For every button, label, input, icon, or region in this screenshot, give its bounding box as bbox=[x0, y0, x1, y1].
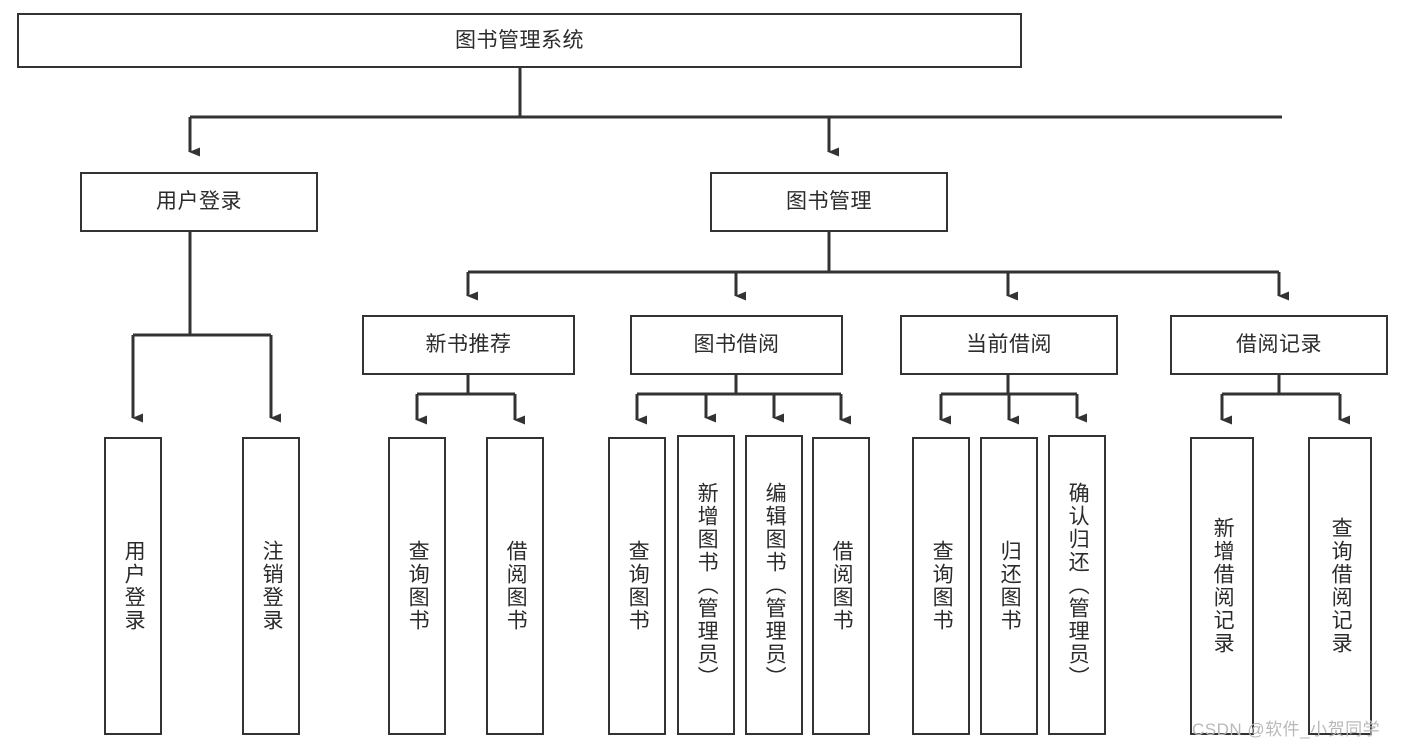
node-leaf-borrow-book-recommend[interactable]: 借阅图书 bbox=[486, 437, 544, 735]
node-book-borrow-label: 图书借阅 bbox=[693, 333, 780, 357]
node-leaf-add-book-admin-label: 新增图书（管理员） bbox=[695, 481, 719, 689]
node-leaf-query-book-borrow-label: 查询图书 bbox=[626, 540, 650, 632]
node-leaf-borrow-book-recommend-label: 借阅图书 bbox=[504, 540, 528, 632]
node-borrow-record[interactable]: 借阅记录 bbox=[1170, 315, 1388, 375]
node-borrow-record-label: 借阅记录 bbox=[1236, 333, 1322, 357]
node-book-management[interactable]: 图书管理 bbox=[710, 172, 948, 232]
node-leaf-query-book-borrow[interactable]: 查询图书 bbox=[608, 437, 666, 735]
node-user-login[interactable]: 用户登录 bbox=[80, 172, 318, 232]
node-leaf-add-borrow-record-label: 新增借阅记录 bbox=[1211, 517, 1235, 655]
node-leaf-user-login-label: 用户登录 bbox=[122, 540, 146, 632]
node-leaf-query-book-current-label: 查询图书 bbox=[930, 540, 954, 632]
node-leaf-add-borrow-record[interactable]: 新增借阅记录 bbox=[1190, 437, 1254, 735]
node-leaf-edit-book-admin-label: 编辑图书（管理员） bbox=[763, 481, 787, 689]
node-new-book-recommend-label: 新书推荐 bbox=[425, 333, 512, 357]
node-leaf-query-borrow-record[interactable]: 查询借阅记录 bbox=[1308, 437, 1372, 735]
node-book-management-label: 图书管理 bbox=[786, 190, 872, 214]
node-current-borrow[interactable]: 当前借阅 bbox=[900, 315, 1118, 375]
node-leaf-add-book-admin[interactable]: 新增图书（管理员） bbox=[677, 435, 735, 735]
node-user-login-label: 用户登录 bbox=[156, 190, 242, 214]
node-leaf-borrow-book[interactable]: 借阅图书 bbox=[812, 437, 870, 735]
node-root-label: 图书管理系统 bbox=[455, 28, 584, 52]
node-new-book-recommend[interactable]: 新书推荐 bbox=[362, 315, 575, 375]
node-leaf-edit-book-admin[interactable]: 编辑图书（管理员） bbox=[745, 435, 803, 735]
node-leaf-return-book-label: 归还图书 bbox=[998, 540, 1022, 632]
node-leaf-borrow-book-label: 借阅图书 bbox=[830, 540, 854, 632]
node-leaf-logout-label: 注销登录 bbox=[260, 540, 284, 632]
node-leaf-query-book-current[interactable]: 查询图书 bbox=[912, 437, 970, 735]
node-root-book-management-system[interactable]: 图书管理系统 bbox=[17, 13, 1022, 68]
node-leaf-confirm-return-admin[interactable]: 确认归还（管理员） bbox=[1048, 435, 1106, 735]
node-leaf-query-book-recommend-label: 查询图书 bbox=[406, 540, 430, 632]
node-leaf-user-login[interactable]: 用户登录 bbox=[104, 437, 162, 735]
node-leaf-query-borrow-record-label: 查询借阅记录 bbox=[1329, 517, 1353, 655]
node-leaf-return-book[interactable]: 归还图书 bbox=[980, 437, 1038, 735]
node-leaf-query-book-recommend[interactable]: 查询图书 bbox=[388, 437, 446, 735]
node-book-borrow[interactable]: 图书借阅 bbox=[630, 315, 843, 375]
node-current-borrow-label: 当前借阅 bbox=[966, 333, 1052, 357]
node-leaf-confirm-return-admin-label: 确认归还（管理员） bbox=[1066, 481, 1090, 689]
node-leaf-logout[interactable]: 注销登录 bbox=[242, 437, 300, 735]
